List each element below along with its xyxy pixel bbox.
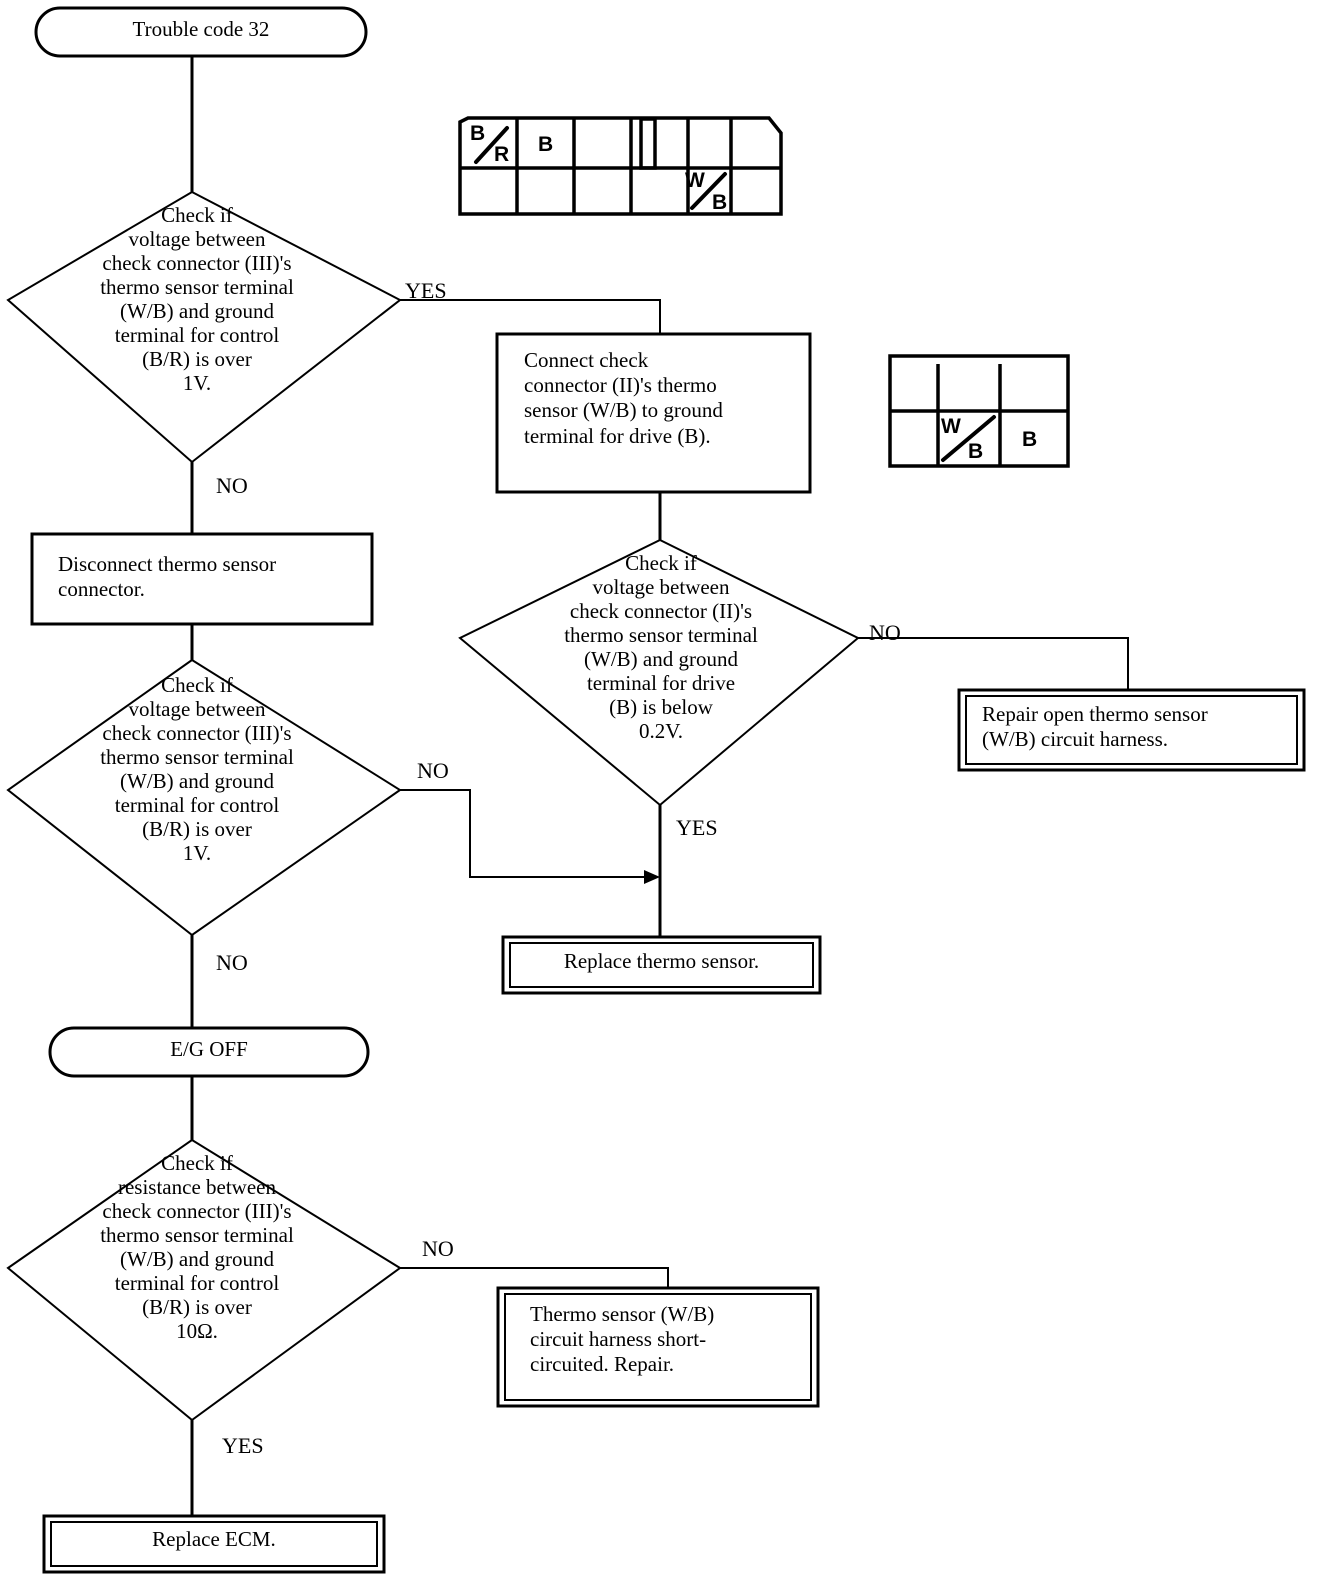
decision2-label: Check if voltage between check connector… <box>564 551 758 743</box>
decision1-label: Check if voltage between check connector… <box>100 203 294 395</box>
connector-iii-cell-b: B <box>538 133 554 156</box>
disconnect-box-label: Disconnect thermo sensor connector. <box>58 552 277 602</box>
connect-ii-box-label: Connect check connector (II)'s thermo se… <box>524 348 723 448</box>
connector-ii-cell-wb-top: W <box>941 415 961 438</box>
disconnect-box-shape <box>30 532 374 626</box>
edge-label-decision2-no: NO <box>869 620 901 645</box>
edge-decision3-no-arrowhead <box>644 870 660 884</box>
connector-ii-diagram <box>888 354 1070 468</box>
eg-off-terminator-shape <box>48 1026 370 1078</box>
connect-ii-box-shape <box>495 332 812 494</box>
connector-iii-cell-br-top: B <box>470 122 486 145</box>
edge-label-decision1-yes: YES <box>405 278 447 303</box>
edge-decision2-no <box>858 637 1129 690</box>
short-circuit-label: Thermo sensor (W/B) circuit harness shor… <box>530 1302 715 1377</box>
edge-label-decision1-no: NO <box>216 473 248 498</box>
repair-open-label: Repair open thermo sensor (W/B) circuit … <box>982 702 1208 752</box>
edge-decision3-no <box>400 789 652 878</box>
edge-label-decision4-no: NO <box>422 1236 454 1261</box>
decision3-label: Check if voltage between check connector… <box>100 673 294 865</box>
repair-open-shape <box>957 688 1306 772</box>
edge-decision1-yes <box>400 299 661 334</box>
edge-label-decision3-no: NO <box>417 758 449 783</box>
replace-ecm-label: Replace ECM. <box>152 1527 276 1551</box>
edge-label-decision4-yes: YES <box>222 1433 264 1458</box>
replace-sensor-label: Replace thermo sensor. <box>563 949 760 973</box>
connector-iii-cell-wb-top: W <box>685 169 705 192</box>
connector-iii-cell-br-bottom: R <box>494 143 510 166</box>
edge-label-decision2-yes: YES <box>676 815 718 840</box>
decision4-label: Check if resistance between check connec… <box>100 1151 294 1343</box>
connector-ii-cell-wb-bottom: B <box>968 440 984 463</box>
edge-label-decision3-no-down: NO <box>216 950 248 975</box>
edge-decision4-no <box>400 1267 669 1288</box>
start-terminator-shape <box>34 6 368 58</box>
eg-off-terminator-label: E/G OFF <box>170 1037 248 1061</box>
connector-iii-diagram <box>458 116 783 216</box>
replace-sensor-shape <box>501 935 822 995</box>
connector-ii-cell-b: B <box>1022 428 1038 451</box>
replace-ecm-shape <box>42 1514 386 1574</box>
connector-iii-cell-wb-bottom: B <box>712 191 728 214</box>
short-circuit-shape <box>496 1286 820 1408</box>
start-terminator-label: Trouble code 32 <box>132 17 270 41</box>
